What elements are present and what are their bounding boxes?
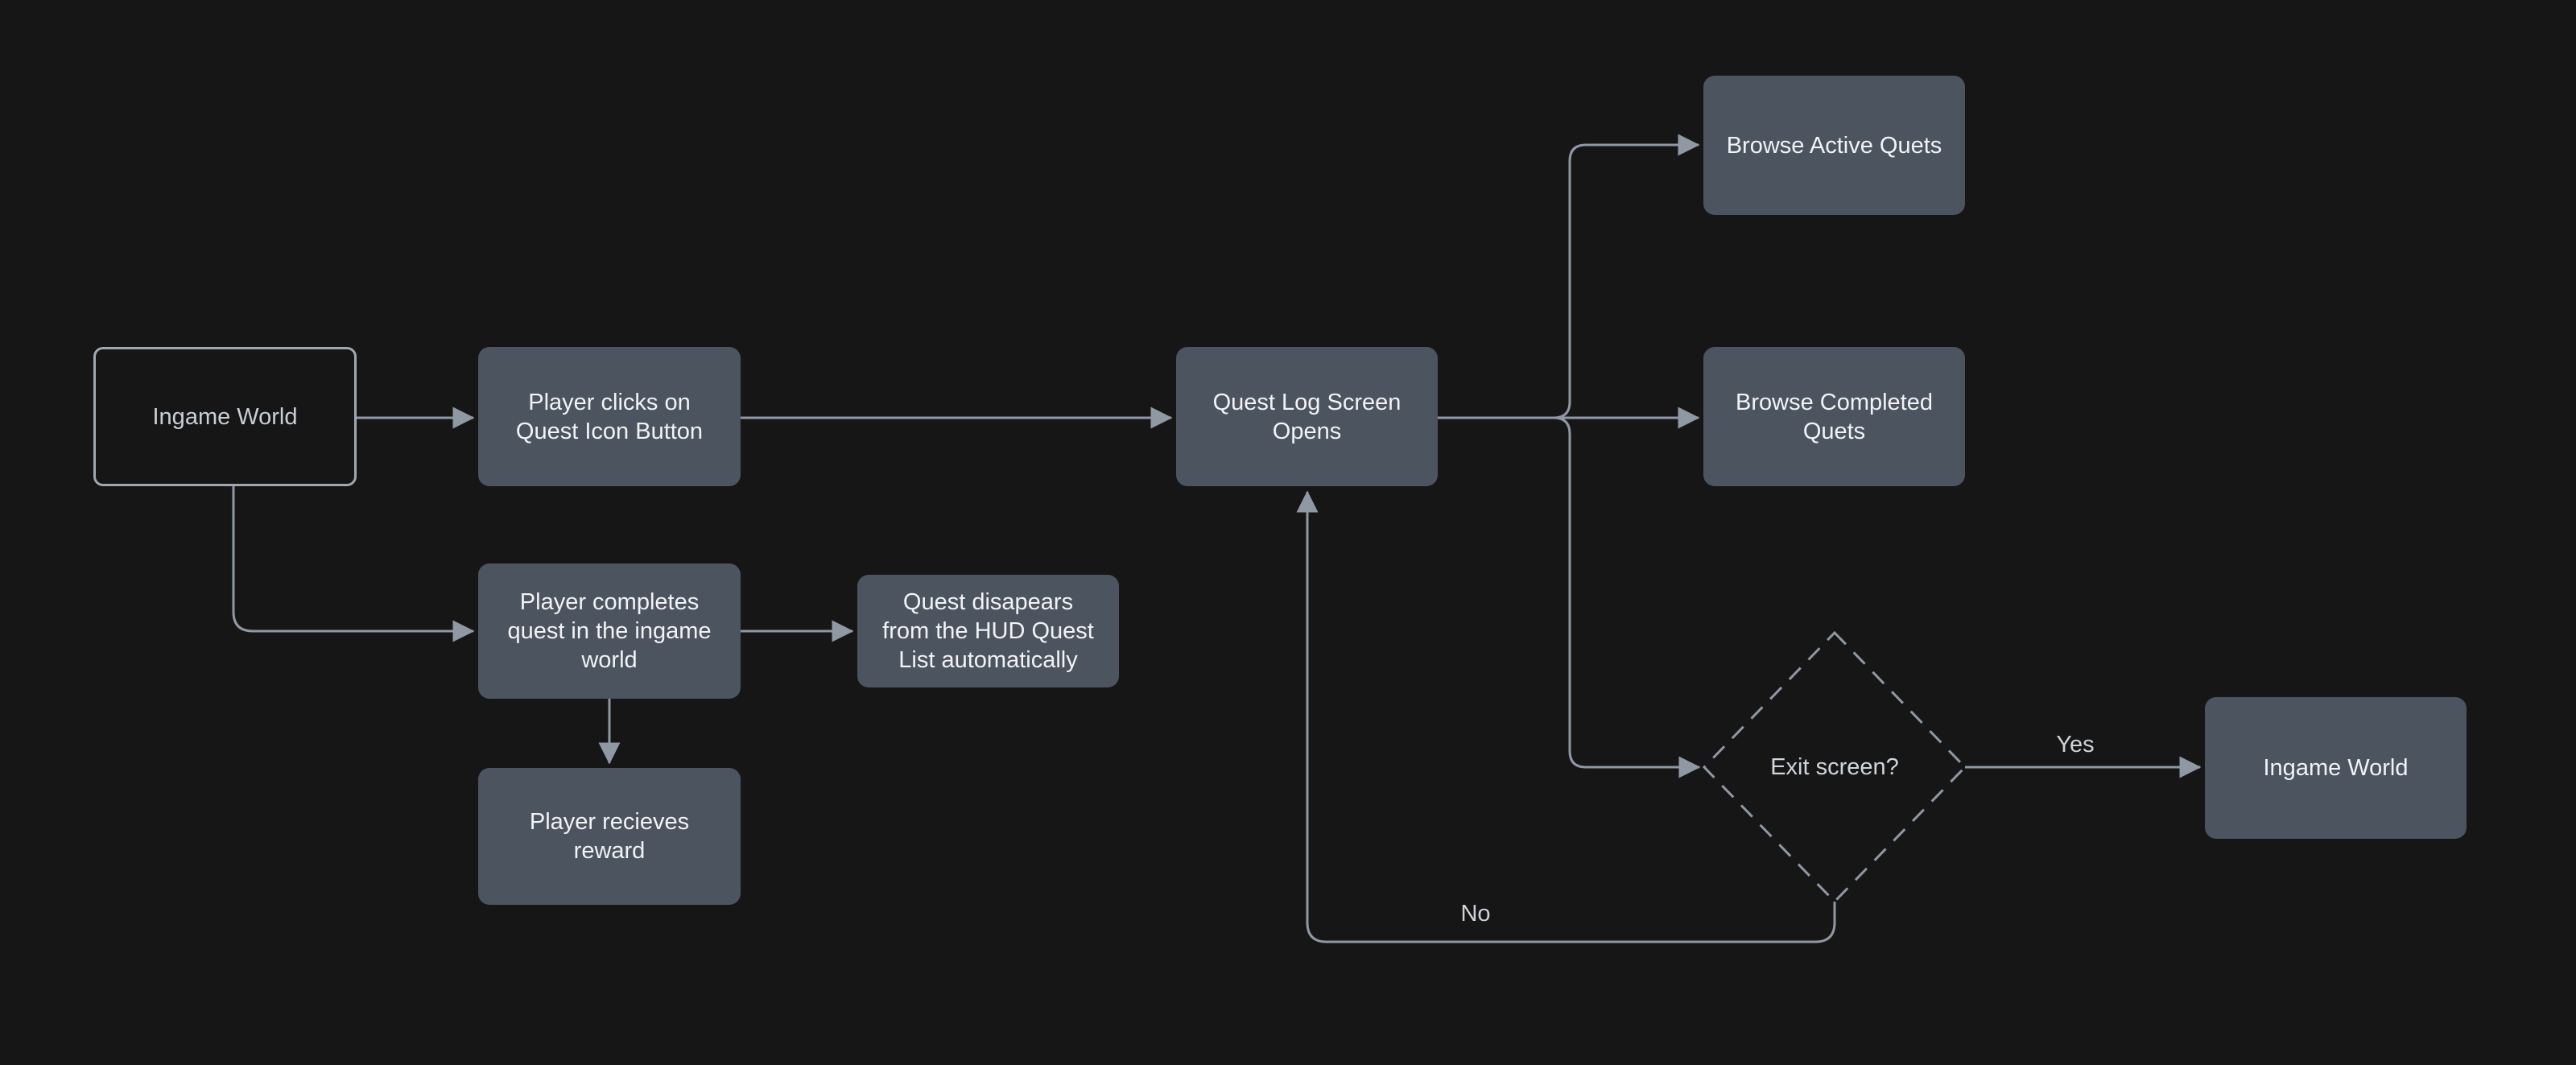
node-label-line: Quets [1802,418,1866,444]
node-quest-log-screen-opens[interactable]: Quest Log Screen Opens [1176,347,1438,486]
edge-questlog-to-exit [1438,416,1701,778]
node-label-line: quest in the ingame [507,618,712,644]
edge-start-to-completes [232,486,475,642]
edge-label-yes: Yes [2056,732,2095,757]
node-label-line: Quest Icon Button [515,418,704,444]
node-label-line: Opens [1272,418,1342,444]
node-player-completes-quest[interactable]: Player completes quest in the ingame wor… [478,563,741,699]
node-label: Ingame World [152,403,298,430]
node-label: Ingame World [2263,755,2409,781]
node-browse-active-quets[interactable]: Browse Active Quets [1703,76,1965,215]
node-player-receives-reward[interactable]: Player recieves reward [478,768,741,905]
node-label-line: Quest Log Screen [1212,389,1402,415]
node-label: Browse Active Quets [1726,132,1942,159]
node-label-line: Browse Completed [1736,389,1933,415]
node-quest-disappears-hud[interactable]: Quest disapears from the HUD Quest List … [857,575,1119,687]
node-player-clicks-quest-icon[interactable]: Player clicks on Quest Icon Button [478,347,741,486]
node-label-line: Quest disapears [902,589,1074,615]
node-label-line: List automatically [898,647,1078,673]
node-label-line: reward [573,838,646,864]
node-browse-completed-quets[interactable]: Browse Completed Quets [1703,347,1965,486]
edge-exit-no-to-questlog [1296,490,1836,943]
node-label-line: world [581,647,638,673]
node-label-line: from the HUD Quest [882,618,1094,644]
node-ingame-world-start[interactable]: Ingame World [93,347,357,486]
node-label-line: Player completes [519,589,700,615]
edge-label-no: No [1460,901,1491,927]
decision-exit-screen-shape[interactable] [1702,630,1967,904]
node-label-line: Player recieves [529,809,690,835]
node-label-line: Player clicks on [528,389,691,415]
node-ingame-world-end[interactable]: Ingame World [2205,697,2467,839]
edge-questlog-to-browse-active [1438,134,1700,419]
